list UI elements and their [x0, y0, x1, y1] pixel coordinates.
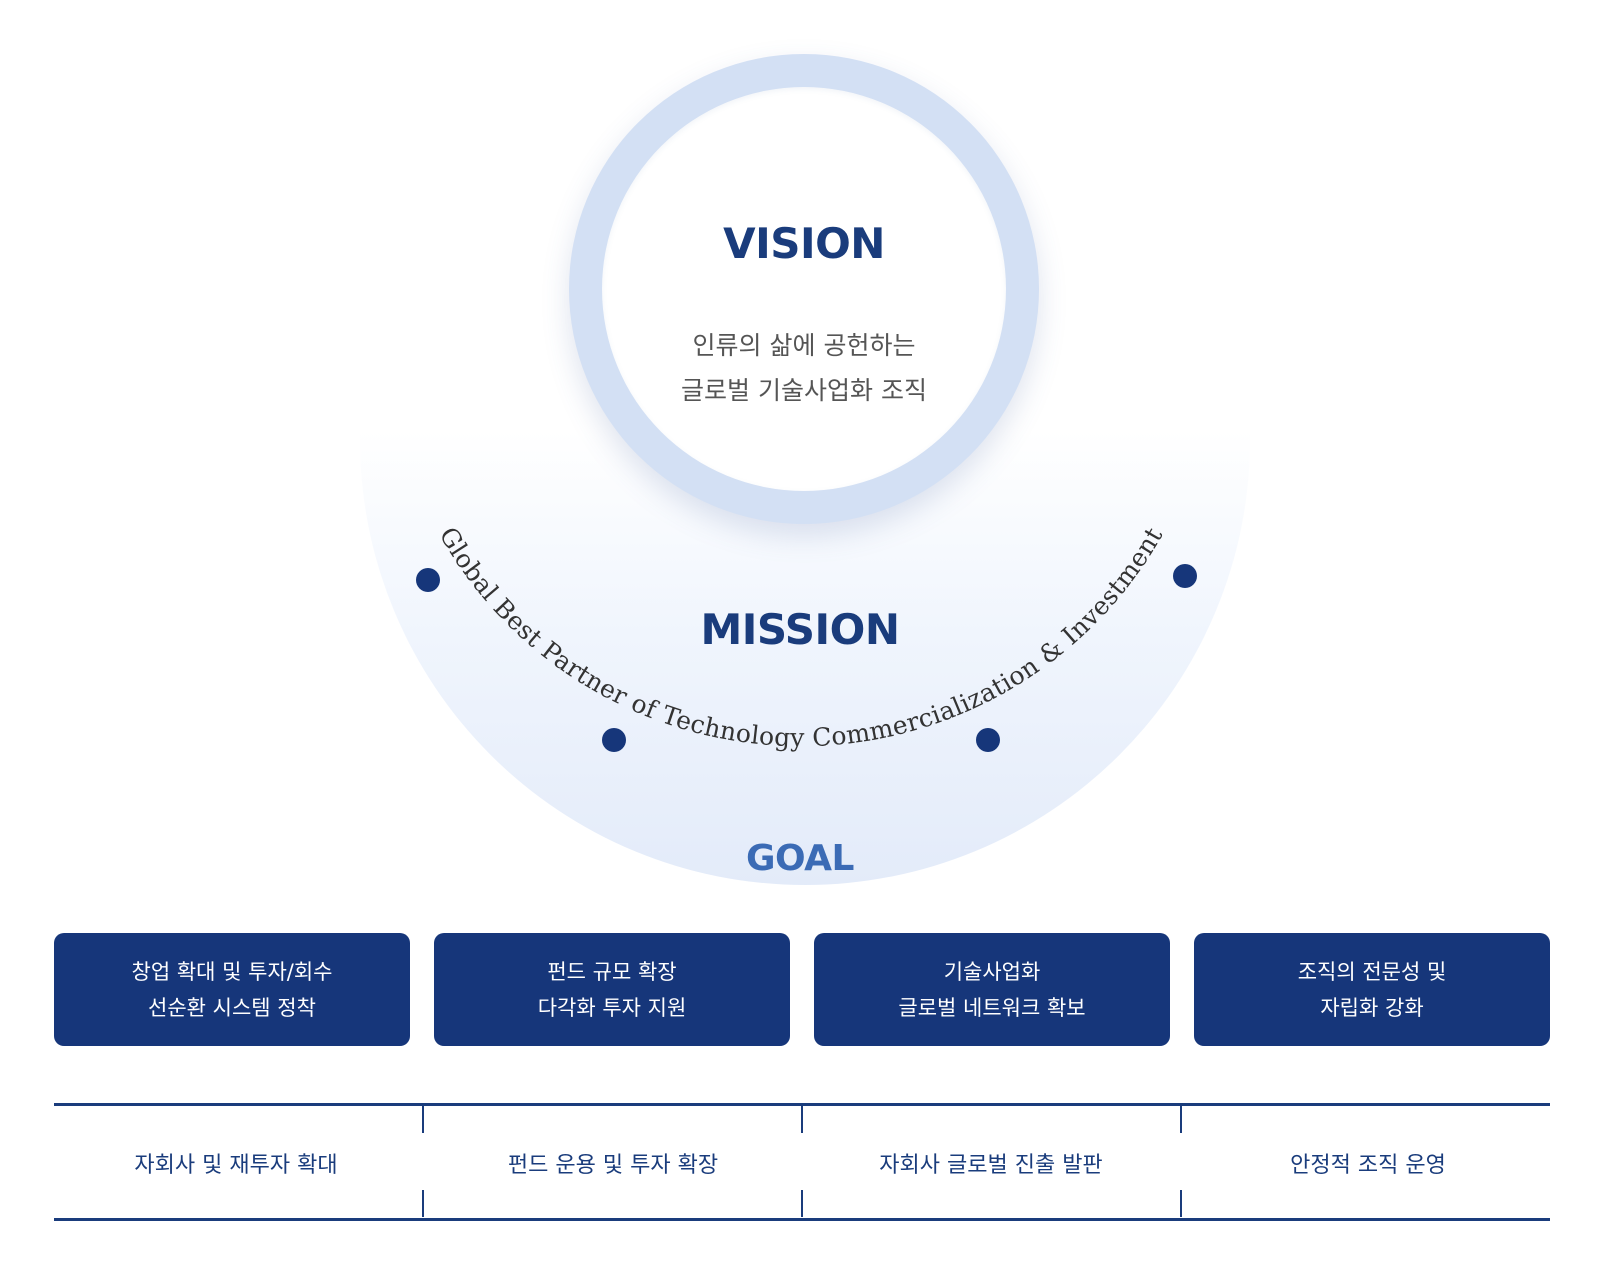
- goal-box-line: 창업 확대 및 투자/회수: [131, 959, 333, 984]
- goal-box: 펀드 규모 확장 다각화 투자 지원: [434, 933, 790, 1046]
- goal-box-line: 글로벌 네트워크 확보: [898, 995, 1086, 1020]
- vision-line: 글로벌 기술사업화 조직: [681, 376, 927, 405]
- strategy-divider: [1180, 1190, 1182, 1217]
- strategy-divider: [422, 1190, 424, 1217]
- goal-box-line: 조직의 전문성 및: [1297, 959, 1447, 984]
- strategy-divider: [422, 1106, 424, 1133]
- goal-box: 기술사업화 글로벌 네트워크 확보: [814, 933, 1170, 1046]
- goal-box-line: 기술사업화: [943, 959, 1041, 984]
- goal-box: 창업 확대 및 투자/회수 선순환 시스템 정착: [54, 933, 410, 1046]
- vision-statement: 인류의 삶에 공헌하는 글로벌 기술사업화 조직: [602, 323, 1006, 413]
- vision-line: 인류의 삶에 공헌하는: [692, 331, 916, 360]
- strategy-divider: [801, 1106, 803, 1133]
- arc-dot: [976, 728, 1000, 752]
- strategy-item: 안정적 조직 운영: [1290, 1153, 1446, 1178]
- mission-title: MISSION: [700, 605, 900, 654]
- goal-box-line: 펀드 규모 확장: [547, 959, 677, 984]
- vision-title: VISION: [723, 219, 885, 268]
- arc-dot: [1173, 564, 1197, 588]
- strategy-item: 자회사 글로벌 진출 발판: [879, 1153, 1103, 1178]
- goal-box-line: 선순환 시스템 정착: [148, 995, 316, 1020]
- vision-circle: VISION 인류의 삶에 공헌하는 글로벌 기술사업화 조직: [569, 54, 1039, 524]
- mission-arc-band: [360, 430, 1250, 885]
- strategy-bottom-rule: [54, 1218, 1550, 1221]
- arc-dot: [416, 568, 440, 592]
- strategy-top-rule: [54, 1103, 1550, 1106]
- strategy-item: 펀드 운용 및 투자 확장: [507, 1153, 719, 1178]
- arc-dot: [602, 728, 626, 752]
- goal-box-line: 다각화 투자 지원: [537, 995, 687, 1020]
- strategy-item: 자회사 및 재투자 확대: [134, 1153, 338, 1178]
- goal-box-line: 자립화 강화: [1320, 995, 1424, 1020]
- strategy-divider: [1180, 1106, 1182, 1133]
- vision-circle-inner: VISION 인류의 삶에 공헌하는 글로벌 기술사업화 조직: [602, 87, 1006, 491]
- strategy-divider: [801, 1190, 803, 1217]
- goal-title: GOAL: [746, 838, 855, 879]
- goal-box: 조직의 전문성 및 자립화 강화: [1194, 933, 1550, 1046]
